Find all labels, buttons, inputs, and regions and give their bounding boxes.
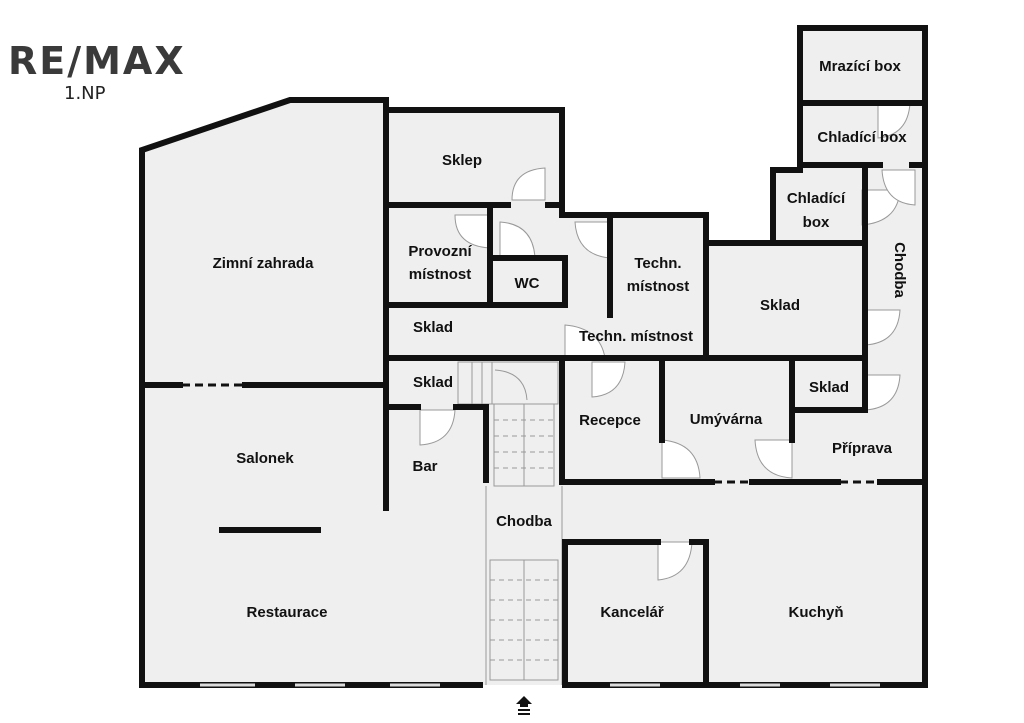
room-chodba: Chodba xyxy=(496,513,552,530)
room-recepce: Recepce xyxy=(579,412,641,429)
room-chladici-box: Chladící box xyxy=(817,129,907,146)
room-chodba-vertical: Chodba xyxy=(891,242,908,298)
room-sklad-right: Sklad xyxy=(760,297,800,314)
room-sklad-upper: Sklad xyxy=(413,319,453,336)
room-provozni-line2: místnost xyxy=(409,266,472,283)
room-techn-mistnost: Techn. místnost xyxy=(579,328,693,345)
room-sklad-small: Sklad xyxy=(809,379,849,396)
room-mrazici-box: Mrazící box xyxy=(819,58,901,75)
room-techn-line1: Techn. xyxy=(634,255,681,272)
room-techn-line2: místnost xyxy=(627,278,690,295)
room-sklep: Sklep xyxy=(442,152,482,169)
room-salonek: Salonek xyxy=(236,450,294,467)
staircase-upper xyxy=(457,361,559,487)
room-wc: WC xyxy=(515,275,540,292)
room-chladici-line1: Chladící xyxy=(787,190,846,207)
floor-label: 1.NP xyxy=(64,83,106,104)
room-zimni-zahrada: Zimní zahrada xyxy=(213,255,315,272)
room-restaurace: Restaurace xyxy=(247,604,328,621)
room-provozni-line1: Provozní xyxy=(408,243,472,260)
room-sklad-mid: Sklad xyxy=(413,374,453,391)
doors xyxy=(419,102,916,581)
room-priprava: Příprava xyxy=(832,440,893,457)
room-kancelar: Kancelář xyxy=(600,604,664,621)
room-umyvarna: Umývárna xyxy=(690,411,763,428)
dashed-openings xyxy=(182,383,878,484)
room-kuchyn: Kuchyň xyxy=(788,604,843,621)
entrance-arrow-icon xyxy=(516,696,532,715)
room-chladici-line2: box xyxy=(803,214,830,231)
logo-text: RE/MAX xyxy=(8,39,186,83)
room-bar: Bar xyxy=(412,458,437,475)
walls xyxy=(139,25,928,688)
